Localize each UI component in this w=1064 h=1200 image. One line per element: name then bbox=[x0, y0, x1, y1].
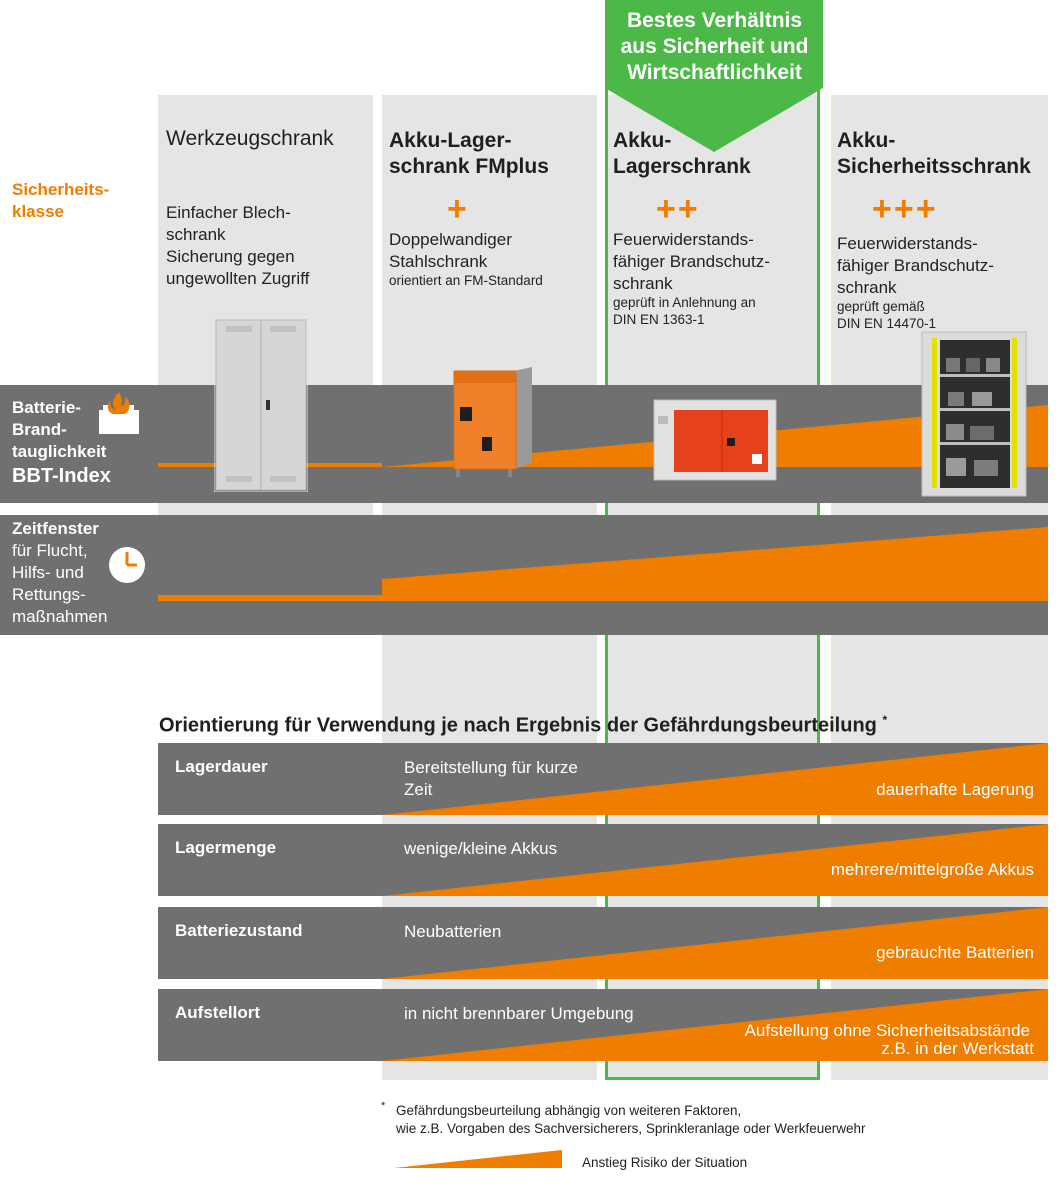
desc-werkzeugschrank-2: schrank bbox=[166, 225, 226, 244]
column-title-sicherheitsschrank-2: Sicherheitsschrank bbox=[837, 155, 1031, 178]
orientation-row-batteriezustand: Batteriezustand Neubatterien gebrauchte … bbox=[158, 907, 1048, 979]
safety-rating-fmplus: + bbox=[447, 190, 469, 228]
bbt-risk-wedge bbox=[158, 405, 1048, 467]
orange-steel-cabinet-image bbox=[453, 367, 532, 477]
clock-icon bbox=[109, 547, 145, 583]
legend-risk-wedge bbox=[394, 1150, 562, 1168]
row-risk-wedge bbox=[382, 743, 1048, 815]
safety-rating-lagerschrank: ++ bbox=[656, 190, 700, 228]
column-title-sicherheitsschrank-1: Akku- bbox=[837, 129, 896, 152]
highlight-line-3: Wirtschaftlichkeit bbox=[627, 61, 802, 84]
row-left-text-1: Neubatterien bbox=[404, 922, 502, 941]
footnote-mark: * bbox=[381, 1100, 386, 1112]
row-left-text-1: wenige/kleine Akkus bbox=[404, 839, 558, 858]
desc-sicherheitsschrank-2: fähiger Brandschutz- bbox=[837, 256, 994, 275]
row-left-text-1: Bereitstellung für kurze bbox=[404, 758, 578, 777]
tool-cabinet-image bbox=[214, 318, 308, 492]
footnote-line-1: Gefährdungsbeurteilung abhängig von weit… bbox=[396, 1103, 742, 1118]
note-sicherheitsschrank-2: DIN EN 14470-1 bbox=[837, 316, 937, 331]
safety-class-label-2: klasse bbox=[12, 202, 64, 221]
row-risk-wedge bbox=[382, 824, 1048, 896]
time-risk-wedge bbox=[158, 527, 1048, 601]
highlight-line-1: Bestes Verhältnis bbox=[626, 9, 803, 32]
desc-lagerschrank-2: fähiger Brandschutz- bbox=[613, 252, 770, 271]
orientation-title: Orientierung für Verwendung je nach Erge… bbox=[159, 713, 887, 738]
desc-sicherheitsschrank-1: Feuerwiderstands- bbox=[837, 234, 978, 253]
note-sicherheitsschrank-1: geprüft gemäß bbox=[837, 299, 925, 314]
desc-lagerschrank-1: Feuerwiderstands- bbox=[613, 230, 754, 249]
orientation-row-lagerdauer: Lagerdauer Bereitstellung für kurze Zeit… bbox=[158, 743, 1048, 815]
time-label-4: Rettungs- bbox=[12, 585, 86, 604]
desc-werkzeugschrank-3: Sicherung gegen bbox=[166, 247, 295, 266]
column-title-lagerschrank-2: Lagerschrank bbox=[613, 155, 751, 178]
battery-storage-cabinet-image bbox=[653, 399, 777, 481]
orientation-title-mark: * bbox=[882, 713, 888, 727]
desc-lagerschrank-3: schrank bbox=[613, 274, 673, 293]
time-window-band bbox=[0, 515, 1048, 635]
battery-fire-icon bbox=[99, 392, 139, 434]
time-label-2: für Flucht, bbox=[12, 541, 88, 560]
row-right-text-1: Aufstellung ohne Sicherheitsabstände bbox=[744, 1021, 1030, 1040]
note-lagerschrank-2: DIN EN 1363-1 bbox=[613, 312, 705, 327]
desc-werkzeugschrank-4: ungewollten Zugriff bbox=[166, 269, 310, 288]
highlight-arrow-badge bbox=[605, 0, 823, 152]
safety-rating-sicherheitsschrank: +++ bbox=[872, 190, 938, 228]
column-title-fmplus-2: schrank FMplus bbox=[389, 155, 549, 178]
orientation-row-aufstellort: Aufstellort in nicht brennbarer Umgebung… bbox=[158, 989, 1048, 1061]
row-left-text-2: Zeit bbox=[404, 780, 433, 799]
note-fmplus-1: orientiert an FM-Standard bbox=[389, 273, 543, 288]
bbt-label-1: Batterie- bbox=[12, 398, 81, 417]
highlight-line-2: aus Sicherheit und bbox=[620, 35, 809, 58]
row-label: Batteriezustand bbox=[175, 921, 303, 940]
row-label: Aufstellort bbox=[175, 1003, 260, 1022]
row-right-text: mehrere/mittelgroße Akkus bbox=[830, 860, 1034, 879]
row-label: Lagerdauer bbox=[175, 757, 268, 776]
note-lagerschrank-1: geprüft in Anlehnung an bbox=[613, 295, 756, 310]
legend-label: Anstieg Risiko der Situation bbox=[582, 1155, 748, 1170]
column-title-fmplus-1: Akku-Lager- bbox=[389, 129, 512, 152]
orientation-title-text: Orientierung für Verwendung je nach Erge… bbox=[159, 714, 877, 737]
desc-fmplus-2: Stahlschrank bbox=[389, 252, 488, 271]
column-title-werkzeugschrank: Werkzeugschrank bbox=[166, 127, 334, 150]
row-right-text-2: z.B. in der Werkstatt bbox=[881, 1039, 1034, 1058]
column-title-lagerschrank-1: Akku- bbox=[613, 129, 672, 152]
time-label-3: Hilfs- und bbox=[12, 563, 84, 582]
row-left-text-1: in nicht brennbarer Umgebung bbox=[404, 1004, 634, 1023]
desc-sicherheitsschrank-3: schrank bbox=[837, 278, 897, 297]
bbt-label-3: tauglichkeit bbox=[12, 442, 107, 461]
row-right-text: dauerhafte Lagerung bbox=[876, 780, 1034, 799]
desc-fmplus-1: Doppelwandiger bbox=[389, 230, 512, 249]
row-right-text: gebrauchte Batterien bbox=[876, 943, 1034, 962]
time-label-1: Zeitfenster bbox=[12, 519, 99, 538]
row-risk-wedge bbox=[382, 989, 1048, 1061]
safety-class-label-1: Sicherheits- bbox=[12, 180, 110, 199]
row-label: Lagermenge bbox=[175, 838, 277, 857]
desc-werkzeugschrank-1: Einfacher Blech- bbox=[166, 203, 291, 222]
row-risk-wedge bbox=[382, 907, 1048, 979]
time-label-5: maßnahmen bbox=[12, 607, 108, 626]
bbt-label-4: BBT-Index bbox=[12, 465, 111, 487]
bbt-label-2: Brand- bbox=[12, 420, 67, 439]
footnote-line-2: wie z.B. Vorgaben des Sachversicherers, … bbox=[396, 1121, 866, 1136]
orientation-row-lagermenge: Lagermenge wenige/kleine Akkus mehrere/m… bbox=[158, 824, 1048, 896]
battery-safety-cabinet-image bbox=[921, 331, 1027, 497]
